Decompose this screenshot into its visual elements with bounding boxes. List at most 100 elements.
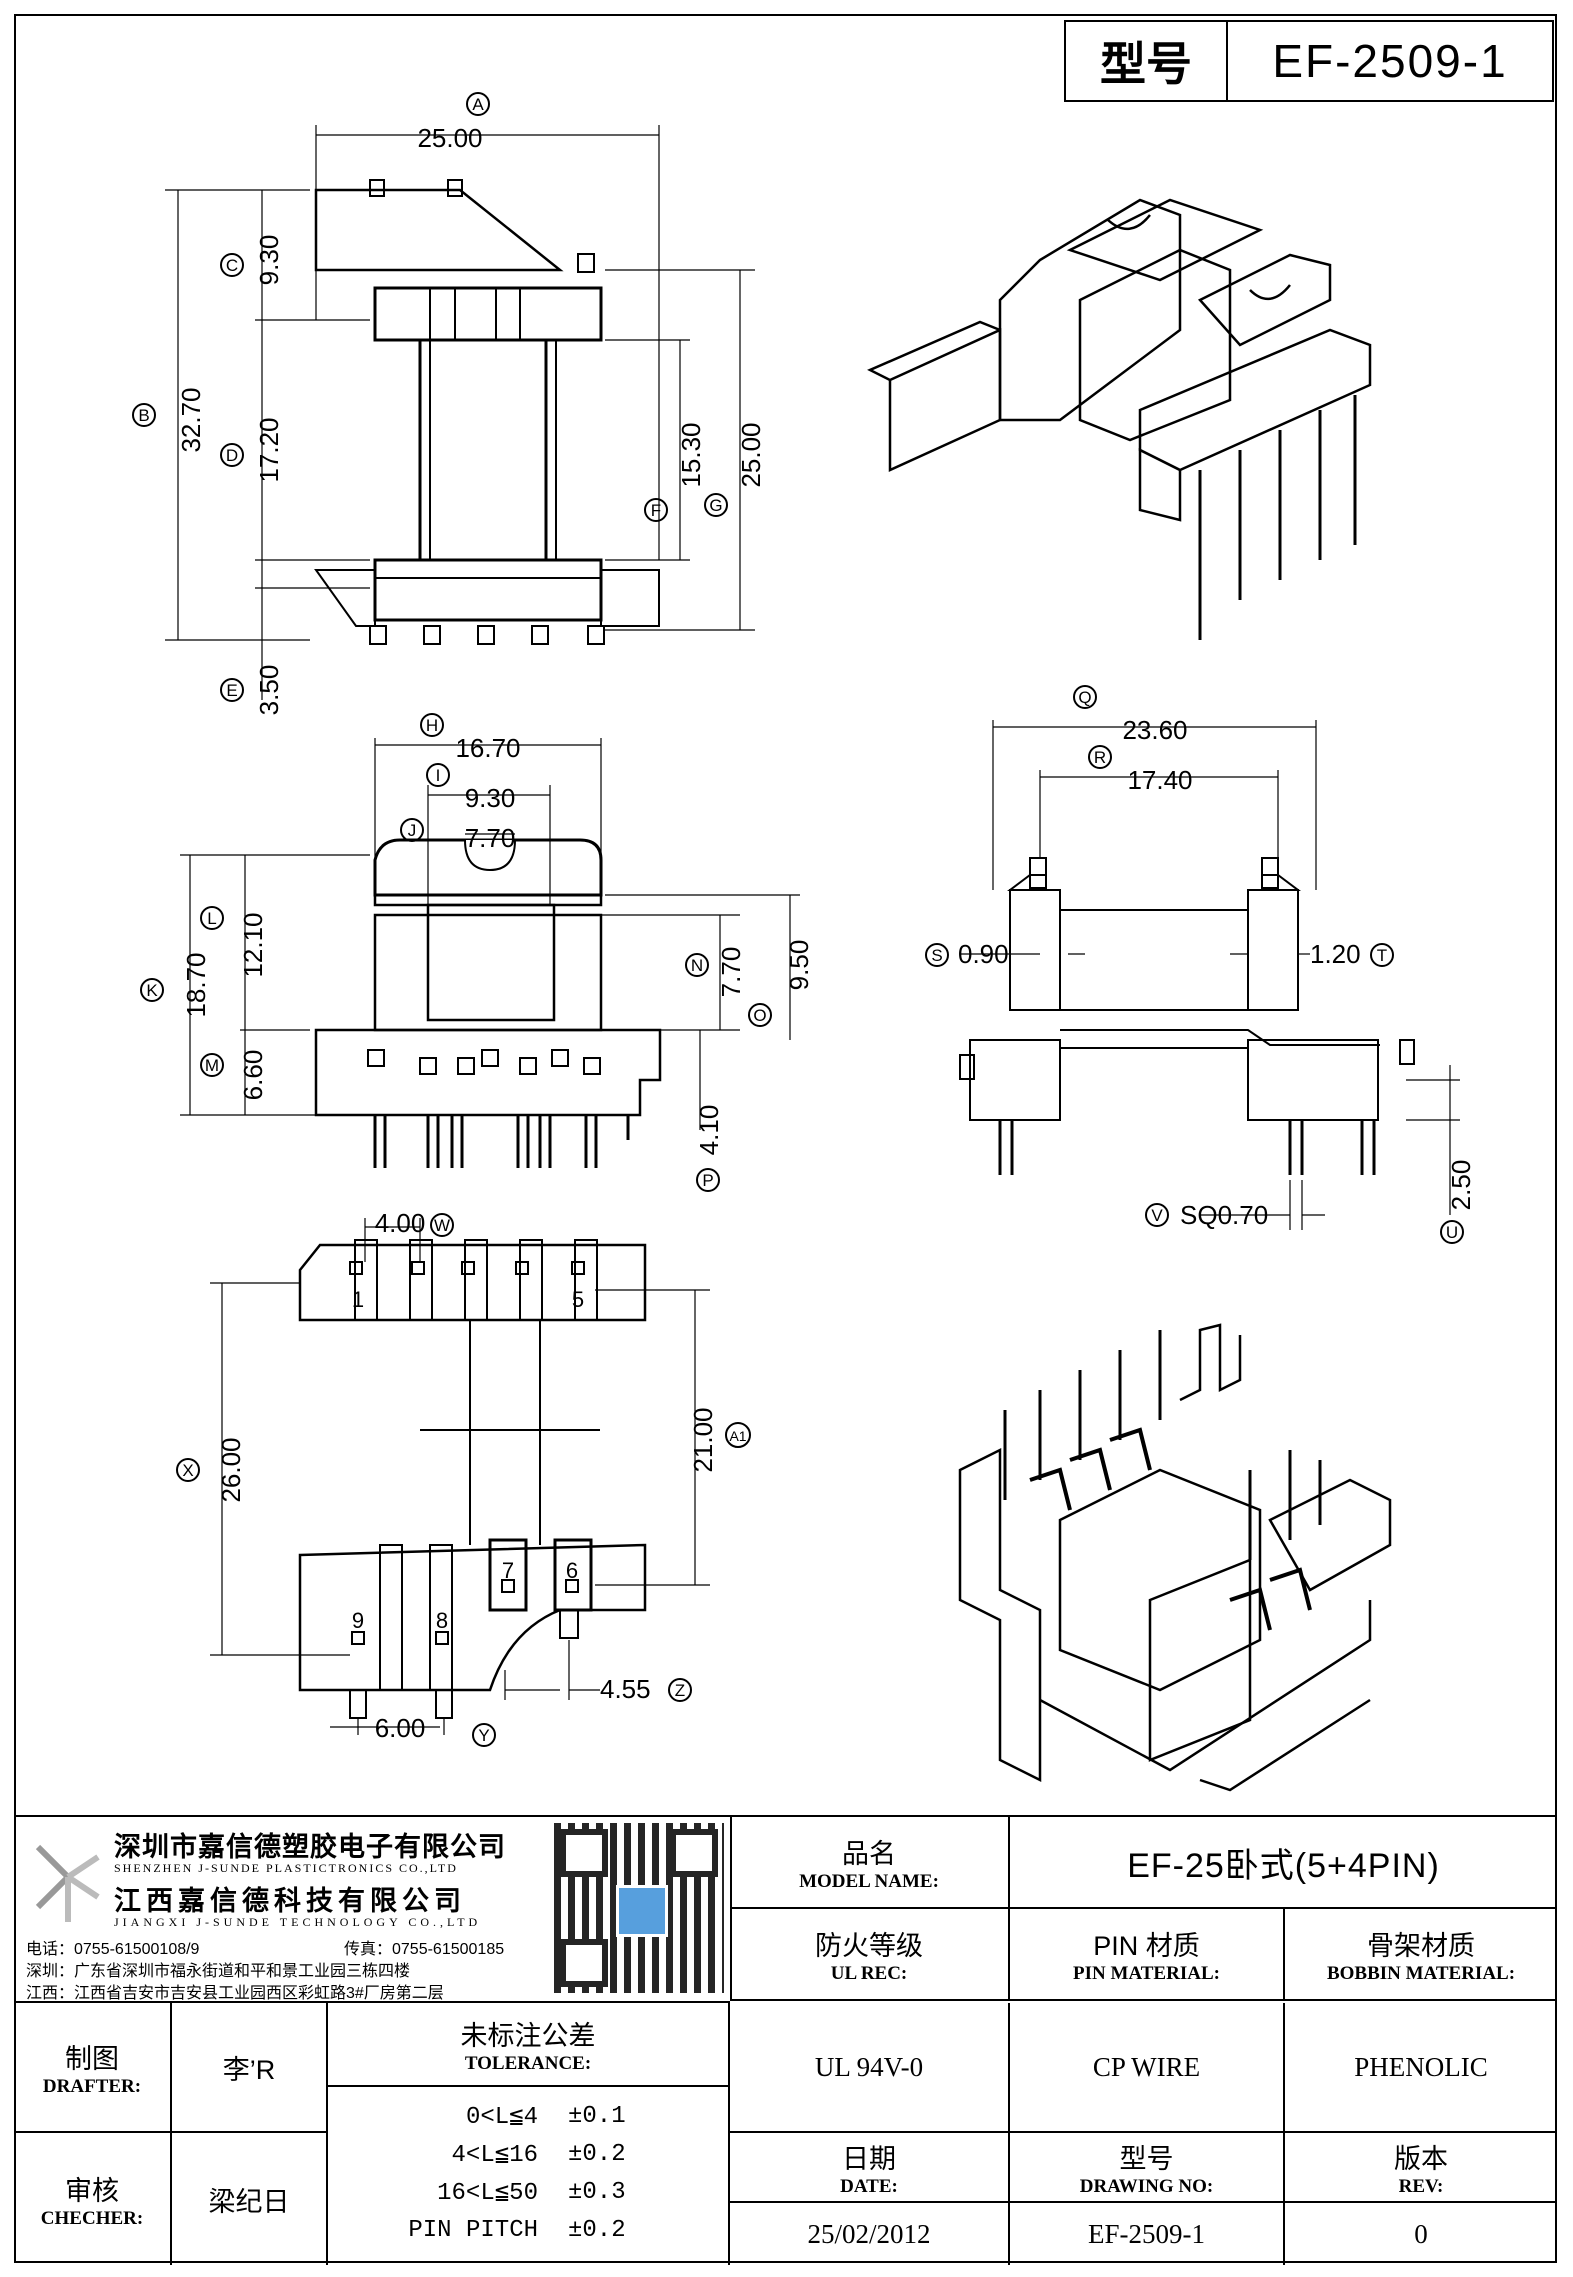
checker-value: 梁纪日 xyxy=(172,2133,328,2265)
dim-f: 15.30 xyxy=(676,422,706,487)
dim-w: 4.00 xyxy=(375,1208,426,1238)
dim-n: 7.70 xyxy=(716,947,746,998)
company-address-jiangxi: 江西：江西省吉安市吉安县工业园西区彩虹路3#厂房第二层 xyxy=(26,1985,444,2002)
date-value: 25/02/2012 xyxy=(730,2203,1010,2265)
dim-x: 26.00 xyxy=(216,1437,246,1502)
company-fax: 传真：0755-61500185 xyxy=(344,1941,505,1958)
svg-text:D: D xyxy=(226,446,238,465)
dim-k: 18.70 xyxy=(181,952,211,1017)
svg-text:Y: Y xyxy=(478,1726,489,1745)
pin-label-5: 5 xyxy=(572,1287,584,1312)
company-phone: 电话：0755-61500108/9 xyxy=(26,1941,200,1958)
bobbin-material-header: 骨架材质 BOBBIN MATERIAL: xyxy=(1285,1909,1557,2001)
svg-text:L: L xyxy=(207,909,216,928)
model-header: 型号 EF-2509-1 xyxy=(1064,20,1554,102)
svg-text:R: R xyxy=(1094,748,1106,767)
rev-header: 版本 REV: xyxy=(1285,2133,1557,2203)
svg-text:H: H xyxy=(426,716,438,735)
ul-value: UL 94V-0 xyxy=(730,2003,1010,2133)
svg-text:G: G xyxy=(709,496,722,515)
ul-header: 防火等级 UL REC: xyxy=(730,1909,1010,2001)
view-front-top: 25.00 32.70 9.30 17.20 3.50 15.30 25.00 … xyxy=(132,92,766,716)
model-name-header: 品名 MODEL NAME: xyxy=(730,1817,1010,1909)
dim-c: 9.30 xyxy=(254,235,284,286)
svg-text:E: E xyxy=(226,681,237,700)
pin-label-8: 8 xyxy=(436,1608,448,1633)
qr-code xyxy=(554,1823,724,1993)
svg-text:J: J xyxy=(408,821,417,840)
pin-material-header: PIN 材质 PIN MATERIAL: xyxy=(1010,1909,1285,2001)
svg-text:Q: Q xyxy=(1078,688,1091,707)
svg-text:A1: A1 xyxy=(729,1428,746,1444)
svg-text:T: T xyxy=(1377,946,1387,965)
dim-j: 7.70 xyxy=(465,823,516,853)
dim-u: 2.50 xyxy=(1446,1160,1476,1211)
svg-text:B: B xyxy=(138,406,149,425)
svg-text:U: U xyxy=(1446,1223,1458,1242)
date-header: 日期 DATE: xyxy=(730,2133,1010,2203)
view-iso-bottom xyxy=(958,1323,1392,1792)
model-name-value: EF-25卧式(5+4PIN) xyxy=(1010,1817,1557,1909)
drawing-area: 25.00 32.70 9.30 17.20 3.50 15.30 25.00 … xyxy=(132,92,1476,1792)
company-logo xyxy=(28,1837,108,1927)
view-iso-top xyxy=(867,198,1372,640)
dim-o: 9.50 xyxy=(784,940,814,991)
tolerance-row: 4<L≦16 ±0.2 xyxy=(451,2140,626,2170)
dim-t: 1.20 xyxy=(1310,939,1361,969)
dim-v: SQ0.70 xyxy=(1180,1200,1268,1230)
model-header-value: EF-2509-1 xyxy=(1272,35,1508,87)
model-header-label: 型号 xyxy=(1066,22,1228,100)
svg-text:O: O xyxy=(753,1006,766,1025)
pin-label-6: 6 xyxy=(566,1558,578,1583)
dim-r: 17.40 xyxy=(1127,765,1192,795)
company-name-en2: JIANGXI J-SUNDE TECHNOLOGY CO.,LTD xyxy=(114,1915,482,1929)
svg-text:P: P xyxy=(702,1171,713,1190)
dim-z: 4.55 xyxy=(600,1674,651,1704)
svg-text:F: F xyxy=(651,501,661,520)
dim-q: 23.60 xyxy=(1122,715,1187,745)
dim-a: 25.00 xyxy=(417,123,482,153)
drawing-frame xyxy=(14,14,1557,2263)
pin-label-1: 1 xyxy=(352,1287,364,1312)
company-name-cn1: 深圳市嘉信德塑胶电子有限公司 xyxy=(114,1832,506,1862)
tolerance-table: 0<L≦4 ±0.1 4<L≦16 ±0.2 16<L≦50 ±0.3 PIN … xyxy=(328,2087,730,2265)
bobbin-material-value: PHENOLIC xyxy=(1285,2003,1557,2133)
company-address-shenzhen: 深圳：广东省深圳市福永街道和平和景工业园三栋四楼 xyxy=(26,1963,411,1980)
dim-i: 9.30 xyxy=(465,783,516,813)
dim-l: 12.10 xyxy=(238,912,268,977)
tolerance-row: 16<L≦50 ±0.3 xyxy=(437,2178,626,2208)
dim-e: 3.50 xyxy=(254,665,284,716)
checker-header: 审核 CHECHER: xyxy=(14,2133,172,2265)
rev-value: 0 xyxy=(1414,2218,1428,2249)
dim-m: 6.60 xyxy=(238,1050,268,1101)
svg-text:M: M xyxy=(205,1056,219,1075)
company-box: 深圳市嘉信德塑胶电子有限公司 SHENZHEN J-SUNDE PLASTICT… xyxy=(14,1817,732,2002)
svg-text:X: X xyxy=(182,1461,193,1480)
dim-d: 17.20 xyxy=(254,417,284,482)
pin-label-9: 9 xyxy=(352,1608,364,1633)
dim-g: 25.00 xyxy=(736,422,766,487)
drawing-no-value: EF-2509-1 xyxy=(1010,2203,1285,2265)
svg-text:K: K xyxy=(146,981,158,1000)
svg-text:Z: Z xyxy=(675,1681,685,1700)
title-block: 深圳市嘉信德塑胶电子有限公司 SHENZHEN J-SUNDE PLASTICT… xyxy=(14,1815,1557,2265)
lower-left-top-border xyxy=(14,2001,730,2003)
svg-text:S: S xyxy=(931,946,942,965)
view-side-mid: 16.70 9.30 7.70 18.70 12.10 6.60 7.70 9.… xyxy=(140,713,814,1192)
dim-h: 16.70 xyxy=(455,733,520,763)
drafter-value: 李’R xyxy=(172,2003,328,2133)
drawing-no-header: 型号 DRAWING NO: xyxy=(1010,2133,1285,2203)
dim-a1: 21.00 xyxy=(688,1407,718,1472)
company-name-en1: SHENZHEN J-SUNDE PLASTICTRONICS CO.,LTD xyxy=(114,1861,458,1875)
pin-material-value: CP WIRE xyxy=(1010,2003,1285,2133)
company-name-cn2: 江西嘉信德科技有限公司 xyxy=(114,1886,466,1916)
dim-b: 32.70 xyxy=(176,387,206,452)
tolerance-row: 0<L≦4 ±0.1 xyxy=(465,2102,626,2132)
pin-label-7: 7 xyxy=(502,1558,514,1583)
dim-y: 6.00 xyxy=(375,1713,426,1743)
tolerance-row: PIN PITCH ±0.2 xyxy=(408,2216,626,2244)
dim-s: 0.90 xyxy=(958,939,1009,969)
svg-text:A: A xyxy=(472,95,484,114)
drafter-header: 制图 DRAFTER: xyxy=(14,2003,172,2133)
view-bottom: 4.00 26.00 21.00 6.00 4.55 1 5 6 7 8 9 W… xyxy=(176,1208,751,1747)
